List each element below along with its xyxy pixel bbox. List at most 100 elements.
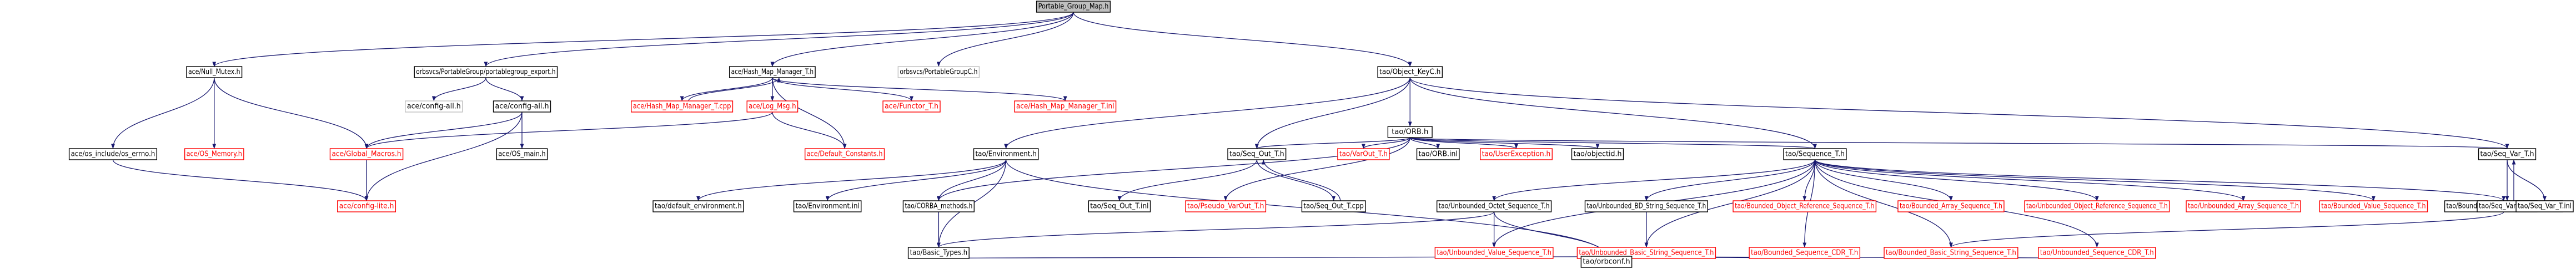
- node-box: [1584, 200, 1708, 212]
- graph-node-tao-basic-types[interactable]: tao/Basic_Types.h: [907, 247, 970, 259]
- graph-node-ace-config-all-b[interactable]: ace/config-all.h: [493, 100, 551, 113]
- node-box: [897, 66, 980, 78]
- node-box: [902, 200, 975, 212]
- graph-node-tao-user-exception[interactable]: tao/UserException.h: [1480, 148, 1553, 160]
- node-box: [631, 100, 734, 113]
- include-edge: [938, 256, 1607, 262]
- node-box: [1884, 247, 2018, 259]
- graph-node-tao-unb-array-seq[interactable]: tao/Unbounded_Array_Sequence_T.h: [2186, 200, 2301, 212]
- graph-node-tao-objectid[interactable]: tao/objectid.h: [1571, 148, 1624, 160]
- graph-node-tao-seq-var-t-inl[interactable]: tao/Seq_Var_T.inl: [2515, 200, 2574, 212]
- graph-node-tao-orb-inl[interactable]: tao/ORB.inl: [1416, 148, 1460, 160]
- node-label: ace/Null_Mutex.h: [188, 68, 240, 77]
- graph-node-ace-global-macros[interactable]: ace/Global_Macros.h: [329, 148, 404, 160]
- graph-node-ace-hash-map-manager-cpp[interactable]: ace/Hash_Map_Manager_T.cpp: [631, 100, 734, 113]
- graph-node-tao-unb-seq-cdr[interactable]: tao/Unbounded_Sequence_CDR_T.h: [2038, 247, 2156, 259]
- graph-node-tao-bounded-value-seq[interactable]: tao/Bounded_Value_Sequence_T.h: [2319, 200, 2428, 212]
- node-label: ace/Hash_Map_Manager_T.h: [731, 68, 814, 77]
- include-edge: [937, 12, 1074, 67]
- include-edge: [1949, 211, 2504, 248]
- graph-node-ace-os-include-errno[interactable]: ace/os_include/os_errno.h: [68, 148, 158, 160]
- include-edge: [696, 159, 1007, 201]
- node-box: [1434, 247, 1554, 259]
- include-edge: [484, 12, 1074, 67]
- graph-node-tao-default-environment[interactable]: tao/default_environment.h: [652, 200, 744, 212]
- include-edge: [1492, 159, 1816, 201]
- graph-node-ace-null-mutex[interactable]: ace/Null_Mutex.h: [186, 66, 243, 78]
- node-box: [1436, 200, 1552, 212]
- graph-node-tao-varout-t[interactable]: tao/VarOut_T.h: [1337, 148, 1390, 160]
- include-edge: [1409, 137, 2508, 149]
- node-label: tao/Seq_Var_T.inl: [2518, 202, 2572, 211]
- graph-node-tao-bounded-array-seq[interactable]: tao/Bounded_Array_Sequence_T.h: [1897, 200, 2005, 212]
- include-edge: [1409, 77, 1817, 149]
- graph-node-tao-seq-out-t-inl[interactable]: tao/Seq_Out_T.inl: [1088, 200, 1151, 212]
- graph-node-tao-bounded-seq-cdr[interactable]: tao/Bounded_Sequence_CDR_T.h: [1749, 247, 1861, 259]
- graph-node-orbsvcs-pg-export[interactable]: orbsvcs/PortableGroup/portablegroup_expo…: [414, 66, 558, 78]
- graph-node-ace-config-lite[interactable]: ace/config-lite.h: [337, 200, 396, 212]
- include-edge: [1814, 159, 2246, 201]
- node-label: Portable_Group_Map.h: [1038, 3, 1109, 11]
- graph-node-tao-environment[interactable]: tao/Environment.h: [973, 148, 1039, 160]
- include-edge: [937, 137, 1410, 201]
- graph-node-ace-log-msg[interactable]: ace/Log_Msg.h: [746, 100, 799, 113]
- graph-node-tao-environment-inl[interactable]: tao/Environment.inl: [793, 200, 862, 212]
- graph-node-tao-sequence-t[interactable]: tao/Sequence_T.h: [1783, 148, 1847, 160]
- include-edge: [364, 111, 773, 149]
- graph-node-tao-unb-octet-seq[interactable]: tao/Unbounded_Octet_Sequence_T.h: [1436, 200, 1552, 212]
- include-edge: [364, 111, 523, 149]
- node-label: tao/default_environment.h: [655, 202, 742, 211]
- include-edge: [364, 111, 523, 201]
- node-box: [1036, 1, 1111, 13]
- graph-node-tao-orbconf[interactable]: tao/orbconf.h: [1580, 256, 1633, 268]
- graph-node-tao-corba-methods[interactable]: tao/CORBA_methods.h: [902, 200, 975, 212]
- include-edge: [1254, 77, 1410, 149]
- node-box: [1733, 200, 1877, 212]
- node-box: [405, 100, 463, 113]
- graph-node-ace-config-all-a[interactable]: ace/config-all.h: [405, 100, 463, 113]
- graph-node-ace-hash-map-manager-inl[interactable]: ace/Hash_Map_Manager_T.inl: [1014, 100, 1117, 113]
- node-label: tao/VarOut_T.h: [1339, 150, 1388, 159]
- node-label: tao/objectid.h: [1574, 150, 1622, 159]
- graph-node-ace-default-constants[interactable]: ace/Default_Constants.h: [805, 148, 885, 160]
- include-edge: [1814, 159, 2099, 201]
- node-box: [746, 100, 799, 113]
- graph-node-tao-bounded-objref-seq[interactable]: tao/Bounded_Object_Reference_Sequence_T.…: [1733, 200, 1877, 212]
- node-box: [973, 148, 1039, 160]
- graph-node-tao-pseudo-varout[interactable]: tao/Pseudo_VarOut_T.h: [1185, 200, 1267, 212]
- node-label: ace/config-all.h: [407, 103, 461, 111]
- node-box: [1185, 200, 1267, 212]
- graph-node-tao-unb-objref-seq[interactable]: tao/Unbounded_Object_Reference_Sequence_…: [2024, 200, 2170, 212]
- node-label: ace/OS_Memory.h: [187, 150, 242, 159]
- include-edge: [111, 77, 215, 149]
- include-edge: [1073, 12, 1412, 67]
- node-box: [1897, 200, 2005, 212]
- graph-node-ace-hash-map-manager[interactable]: ace/Hash_Map_Manager_T.h: [729, 66, 816, 78]
- node-label: tao/Bounded_Value_Sequence_T.h: [2321, 202, 2426, 211]
- node-box: [1580, 256, 1633, 268]
- graph-node-tao-object-keyc[interactable]: tao/Object_KeyC.h: [1377, 66, 1443, 78]
- graph-node-tao-orb[interactable]: tao/ORB.h: [1387, 126, 1433, 138]
- include-edge: [431, 77, 486, 101]
- node-label: tao/Bounded_Basic_String_Sequence_T.h: [1886, 249, 2016, 257]
- graph-node-tao-seq-var-t[interactable]: tao/Seq_Var_T.h: [2478, 148, 2537, 160]
- graph-node-tao-unb-bd-string-seq[interactable]: tao/Unbounded_BD_String_Sequence_T.h: [1584, 200, 1708, 212]
- node-box: [1301, 200, 1366, 212]
- include-edge: [1362, 137, 1410, 149]
- graph-node-tao-seq-out-t[interactable]: tao/Seq_Out_T.h: [1227, 148, 1287, 160]
- graph-node-ace-os-memory[interactable]: ace/OS_Memory.h: [184, 148, 244, 160]
- node-label: tao/Unbounded_Object_Reference_Sequence_…: [2026, 202, 2168, 211]
- graph-node-ace-functor[interactable]: ace/Functor_T.h: [882, 100, 941, 113]
- node-label: tao/Bounded_Array_Sequence_T.h: [1900, 202, 2002, 211]
- edge-layer: [111, 12, 2547, 262]
- graph-node-tao-seq-out-t-cpp[interactable]: tao/Seq_Out_T.cpp: [1301, 200, 1366, 212]
- graph-node-ace-os-main[interactable]: ace/OS_main.h: [496, 148, 548, 160]
- node-label: tao/orbconf.h: [1583, 258, 1630, 266]
- graph-node-tao-unb-value-seq[interactable]: tao/Unbounded_Value_Sequence_T.h: [1434, 247, 1554, 259]
- graph-node-tao-bounded-basic-string-seq[interactable]: tao/Bounded_Basic_String_Sequence_T.h: [1884, 247, 2018, 259]
- graph-node-tao-unb-basic-string-seq[interactable]: tao/Unbounded_Basic_String_Sequence_T.h: [1576, 247, 1716, 259]
- graph-node-orbsvcs-pgc[interactable]: orbsvcs/PortableGroupC.h: [897, 66, 980, 78]
- node-box: [1416, 148, 1460, 160]
- node-box: [337, 200, 396, 212]
